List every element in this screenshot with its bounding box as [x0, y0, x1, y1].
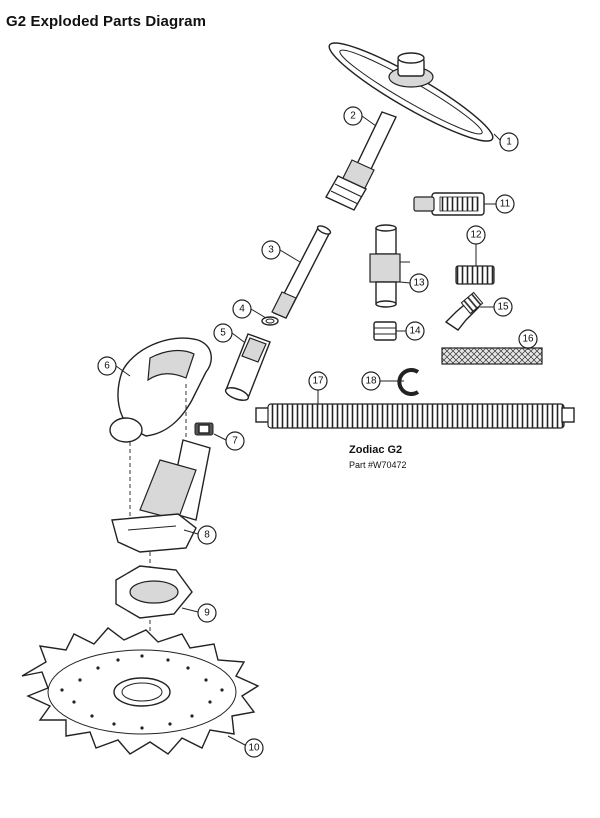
callout-label: 15 [497, 302, 509, 313]
callout-label: 11 [500, 199, 511, 210]
diagram-title: G2 Exploded Parts Diagram [6, 13, 207, 30]
part-2-swivel-tube [325, 111, 397, 211]
callout-label: 14 [409, 326, 421, 337]
callout-label: 3 [268, 245, 274, 256]
part-16-hose-sleeve [441, 347, 543, 365]
leader-lines [115, 115, 529, 746]
callout-label: 5 [220, 328, 226, 339]
callout-2: 2 [343, 106, 363, 126]
callout-3: 3 [261, 240, 281, 260]
callout-label: 4 [239, 304, 245, 315]
part-15-elbow [444, 291, 484, 331]
part-5-coupling [224, 333, 271, 401]
callout-9: 9 [197, 603, 217, 623]
callout-7: 7 [225, 431, 245, 451]
part-1-deflector-wheel [328, 42, 494, 142]
callout-8: 8 [197, 525, 217, 545]
part-14-adapter [373, 321, 397, 341]
part-3-tube [271, 225, 332, 319]
part-7-gear [194, 422, 214, 436]
part-6-cover [109, 337, 212, 520]
callout-label: 8 [204, 530, 210, 541]
callout-6: 6 [97, 356, 117, 376]
callout-label: 1 [506, 137, 512, 148]
callout-label: 2 [350, 111, 356, 122]
part-11-weir [413, 192, 485, 216]
callout-label: 9 [204, 608, 210, 619]
callout-12: 12 [466, 225, 486, 245]
callout-11: 11 [495, 194, 515, 214]
callout-label: 7 [232, 436, 238, 447]
part-4-ring [261, 316, 279, 326]
part-9-foot-collar [115, 565, 193, 650]
callout-14: 14 [405, 321, 425, 341]
product-name: Zodiac G2 [349, 444, 403, 456]
callout-18: 18 [361, 371, 381, 391]
callout-label: 6 [104, 361, 110, 372]
callout-16: 16 [518, 329, 538, 349]
part-10-skirt-disc [21, 627, 260, 755]
part-13-flow-regulator [369, 224, 410, 308]
callout-5: 5 [213, 323, 233, 343]
callout-10: 10 [244, 738, 264, 758]
callout-label: 17 [312, 376, 324, 387]
part-18-clip [397, 368, 420, 396]
callout-label: 12 [470, 230, 482, 241]
callout-4: 4 [232, 299, 252, 319]
part-12-ribbed-connector [455, 265, 495, 285]
callout-label: 16 [522, 334, 534, 345]
part-8-body [111, 439, 211, 575]
callout-label: 10 [248, 743, 260, 754]
callout-13: 13 [409, 273, 429, 293]
product-part-number: Part #W70472 [349, 460, 407, 470]
callout-1: 1 [499, 132, 519, 152]
callout-label: 13 [413, 278, 425, 289]
part-17-hose-section [255, 403, 575, 429]
callout-label: 18 [365, 376, 377, 387]
callout-15: 15 [493, 297, 513, 317]
callout-17: 17 [308, 371, 328, 391]
